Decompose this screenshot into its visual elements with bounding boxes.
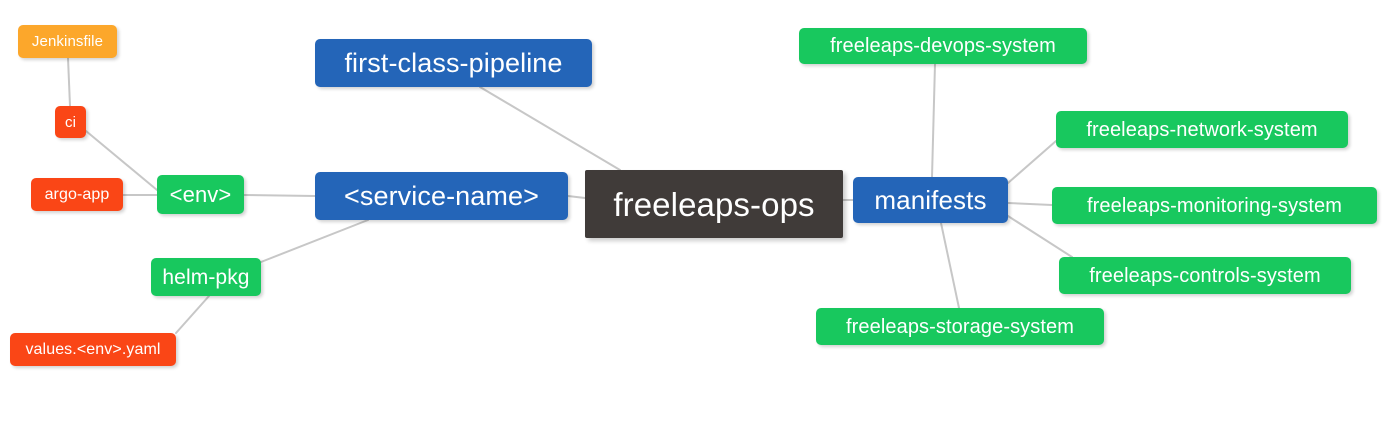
mindmap-node-label: freeleaps-network-system [1086, 118, 1318, 141]
mindmap-node-first-class-pipeline[interactable]: first-class-pipeline [315, 39, 592, 87]
mindmap-node-label: freeleaps-storage-system [845, 315, 1075, 338]
mindmap-node-ci[interactable]: ci [55, 106, 86, 138]
mindmap-node-freeleaps-controls-system[interactable]: freeleaps-controls-system [1059, 257, 1351, 294]
mindmap-node-label: freeleaps-ops [613, 185, 815, 223]
mindmap-node-label: <env> [169, 181, 232, 207]
edge-helm-pkg-to-service-name [260, 219, 369, 263]
edge-manifests-to-freeleaps-storage-system [940, 222, 960, 309]
mindmap-node-label: freeleaps-controls-system [1089, 264, 1321, 287]
mindmap-node-service-name[interactable]: <service-name> [315, 172, 568, 220]
edge-first-class-pipeline-to-freeleaps-ops [479, 86, 621, 171]
edge-values-env-yaml-to-helm-pkg [175, 295, 210, 334]
edge-env-to-service-name [243, 194, 316, 197]
mindmap-node-label: <service-name> [344, 180, 539, 211]
mindmap-node-freeleaps-devops-system[interactable]: freeleaps-devops-system [799, 28, 1087, 64]
edge-service-name-to-freeleaps-ops [567, 195, 586, 199]
mindmap-node-label: argo-app [44, 185, 110, 203]
mindmap-node-freeleaps-storage-system[interactable]: freeleaps-storage-system [816, 308, 1104, 345]
mindmap-node-label: ci [64, 113, 77, 131]
mindmap-node-label: helm-pkg [162, 265, 250, 289]
mindmap-node-manifests[interactable]: manifests [853, 177, 1008, 223]
mindmap-node-freeleaps-network-system[interactable]: freeleaps-network-system [1056, 111, 1348, 148]
mindmap-node-label: manifests [874, 185, 987, 215]
mindmap-node-helm-pkg[interactable]: helm-pkg [151, 258, 261, 296]
mindmap-node-env[interactable]: <env> [157, 175, 244, 214]
edge-manifests-to-freeleaps-monitoring-system [1007, 202, 1053, 206]
mindmap-node-values-env-yaml[interactable]: values.<env>.yaml [10, 333, 176, 366]
mindmap-node-label: Jenkinsfile [31, 33, 104, 50]
edge-manifests-to-freeleaps-devops-system [931, 63, 936, 178]
edge-manifests-to-freeleaps-network-system [1007, 140, 1057, 184]
mindmap-node-label: values.<env>.yaml [25, 340, 161, 358]
mindmap-node-freeleaps-monitoring-system[interactable]: freeleaps-monitoring-system [1052, 187, 1377, 224]
mindmap-node-label: freeleaps-monitoring-system [1086, 194, 1342, 217]
mindmap-node-label: first-class-pipeline [344, 47, 563, 78]
mindmap-node-argo-app[interactable]: argo-app [31, 178, 123, 211]
mindmap-node-label: freeleaps-devops-system [830, 35, 1056, 57]
edge-jenkinsfile-to-ci [67, 57, 71, 107]
mindmap-node-jenkinsfile[interactable]: Jenkinsfile [18, 25, 117, 58]
mindmap-node-freeleaps-ops[interactable]: freeleaps-ops [585, 170, 843, 238]
